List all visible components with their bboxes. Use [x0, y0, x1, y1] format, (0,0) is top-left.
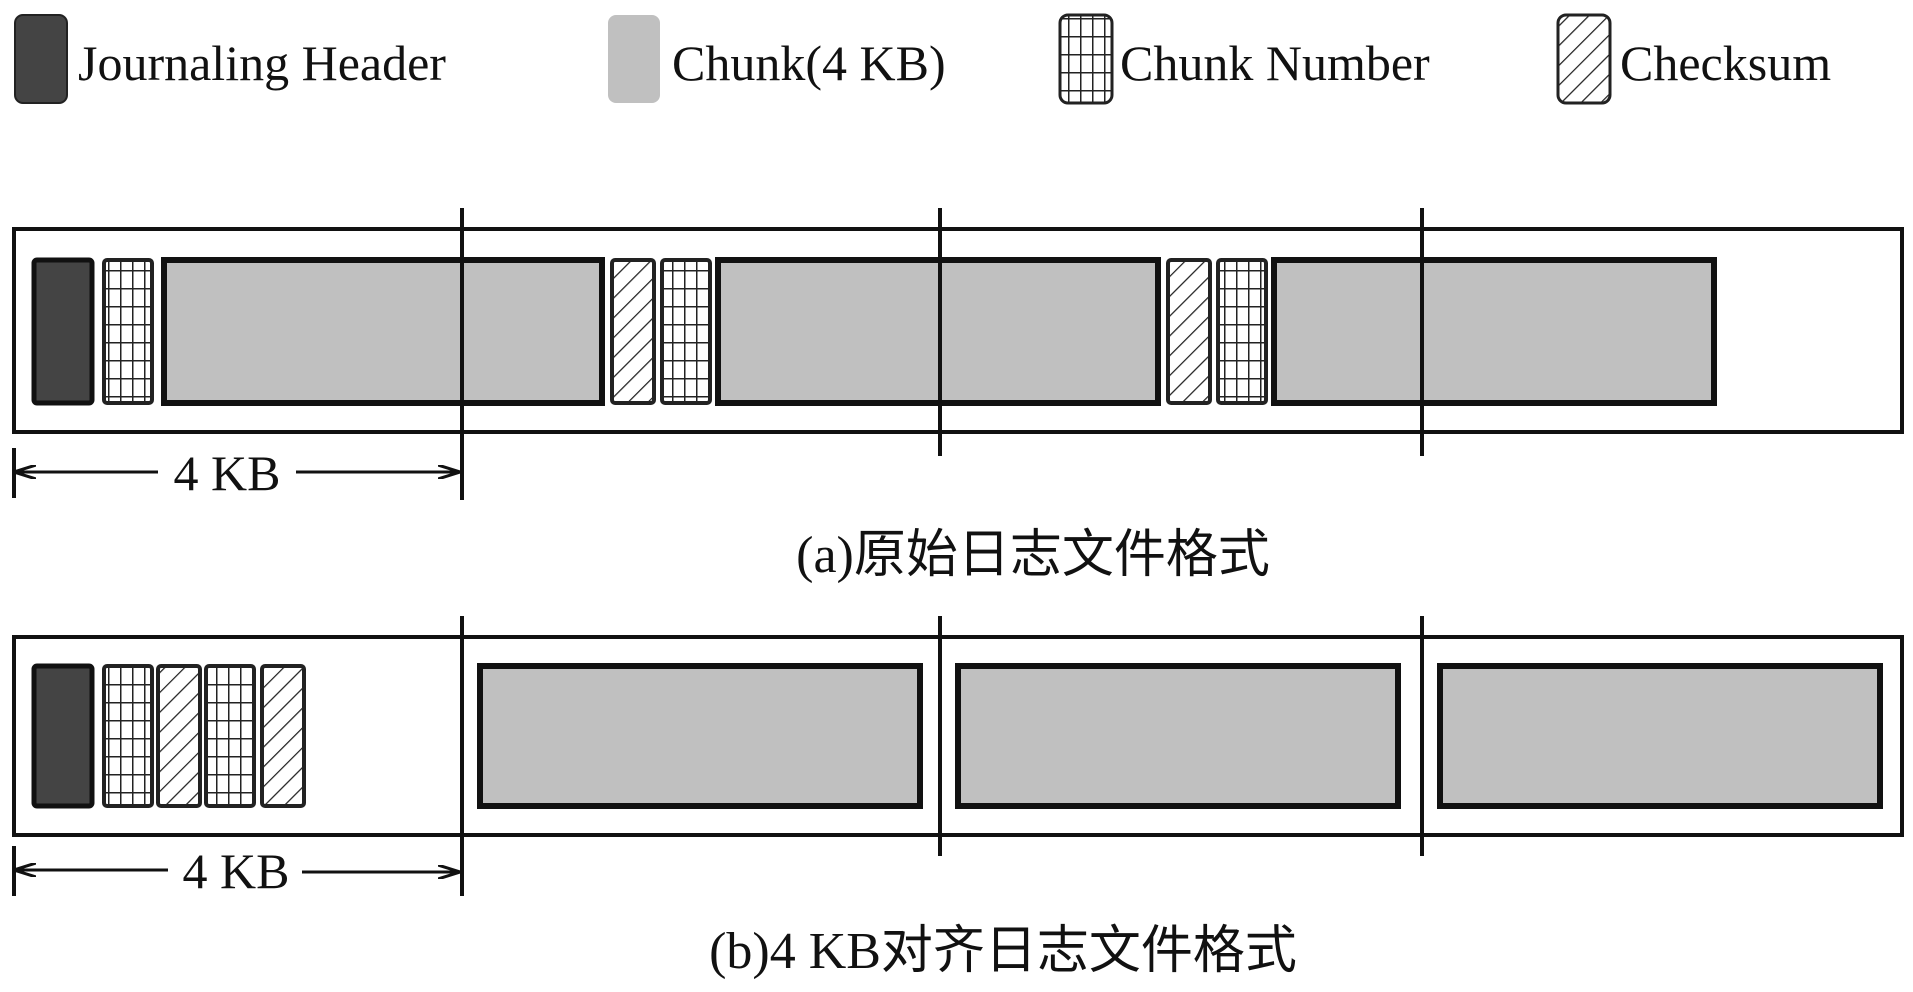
diagram-b-chunk-number — [102, 664, 154, 808]
legend: Journaling Header Chunk(4 KB) Chunk Numb… — [14, 13, 1831, 105]
legend-chunk-number-label: Chunk Number — [1120, 35, 1430, 91]
diagram-a-dimension: 4 KB — [12, 445, 458, 501]
diagram-b-caption: (b)4 KB对齐日志文件格式 — [709, 923, 1297, 980]
diagram-a-chunk-number — [660, 258, 712, 405]
diagram-b-checksum — [260, 664, 306, 808]
diagram-b-chunk-number — [204, 664, 256, 808]
legend-item-chunk: Chunk(4 KB) — [608, 15, 946, 103]
diagram-b-chunk — [477, 663, 923, 809]
diagram-b-checksum — [156, 664, 202, 808]
diagram-b-outer-frame — [12, 635, 1904, 837]
diagram-a-chunk — [161, 257, 605, 406]
diagram-b-chunk — [1437, 663, 1883, 809]
diagram-b-chunk — [955, 663, 1401, 809]
diagram-a-caption: (a)原始日志文件格式 — [796, 527, 1270, 584]
diagram-a-journaling-header — [31, 257, 95, 406]
legend-chunk-number-swatch — [1058, 13, 1114, 105]
diagram-b-dimension-label: 4 KB — [183, 843, 290, 899]
legend-header-swatch — [14, 14, 68, 104]
diagram-b: 4 KB (b)4 KB对齐日志文件格式 — [12, 616, 1904, 980]
legend-item-checksum: Checksum — [1556, 13, 1831, 105]
legend-header-label: Journaling Header — [78, 35, 446, 91]
legend-item-header: Journaling Header — [14, 14, 446, 104]
diagram-a-chunk — [1271, 257, 1717, 406]
diagram-a-checksum — [610, 258, 656, 405]
diagram-b-dimension: 4 KB — [12, 843, 458, 899]
diagram-b-journaling-header — [31, 663, 95, 809]
diagram-a-chunk-number — [102, 258, 154, 405]
diagram-a-chunk-number — [1216, 258, 1268, 405]
legend-item-chunk-number: Chunk Number — [1058, 13, 1430, 105]
diagram-a-checksum — [1166, 258, 1212, 405]
diagram-a-dimension-label: 4 KB — [174, 445, 281, 501]
legend-checksum-swatch — [1556, 13, 1612, 105]
legend-chunk-label: Chunk(4 KB) — [672, 35, 946, 91]
diagram-a: 4 KB (a)原始日志文件格式 — [12, 208, 1904, 584]
legend-checksum-label: Checksum — [1620, 35, 1831, 91]
diagram-a-outer-frame — [12, 227, 1904, 434]
legend-chunk-swatch — [608, 15, 660, 103]
